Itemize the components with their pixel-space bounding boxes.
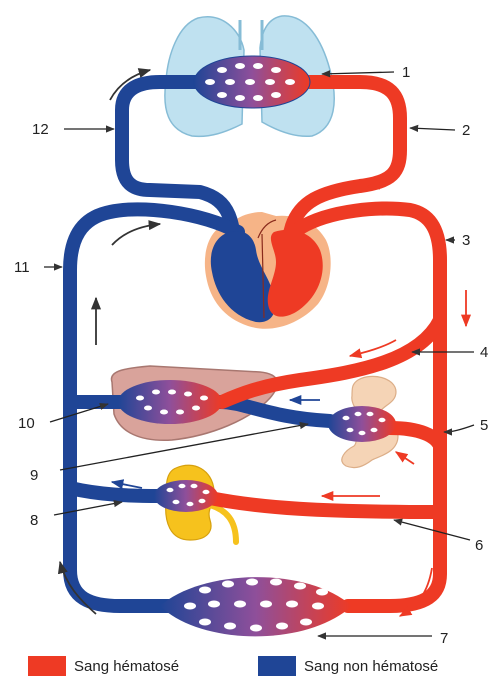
label-4: 4 xyxy=(480,344,488,361)
legend-oxygenated-swatch xyxy=(28,656,66,676)
label-7: 7 xyxy=(440,630,448,647)
legend: Sang hématosé Sang non hématosé xyxy=(28,656,438,676)
ureter xyxy=(210,505,236,542)
capillary-pores xyxy=(136,63,386,632)
label-10: 10 xyxy=(18,415,35,432)
label-11: 11 xyxy=(14,259,30,276)
legend-oxygenated-label: Sang hématosé xyxy=(74,658,179,675)
label-3: 3 xyxy=(462,232,470,249)
oxygenated-vessels xyxy=(210,82,440,606)
label-6: 6 xyxy=(475,537,483,554)
kidney-capillaries xyxy=(154,480,218,512)
label-5: 5 xyxy=(480,417,488,434)
label-8: 8 xyxy=(30,512,38,529)
label-12: 12 xyxy=(32,121,49,138)
legend-deoxygenated-label: Sang non hématosé xyxy=(304,658,438,675)
label-1: 1 xyxy=(402,64,410,81)
label-9: 9 xyxy=(30,467,38,484)
intestine-capillaries xyxy=(328,406,396,442)
label-2: 2 xyxy=(462,122,470,139)
legend-deoxygenated-swatch xyxy=(258,656,296,676)
liver-capillaries xyxy=(118,380,222,424)
